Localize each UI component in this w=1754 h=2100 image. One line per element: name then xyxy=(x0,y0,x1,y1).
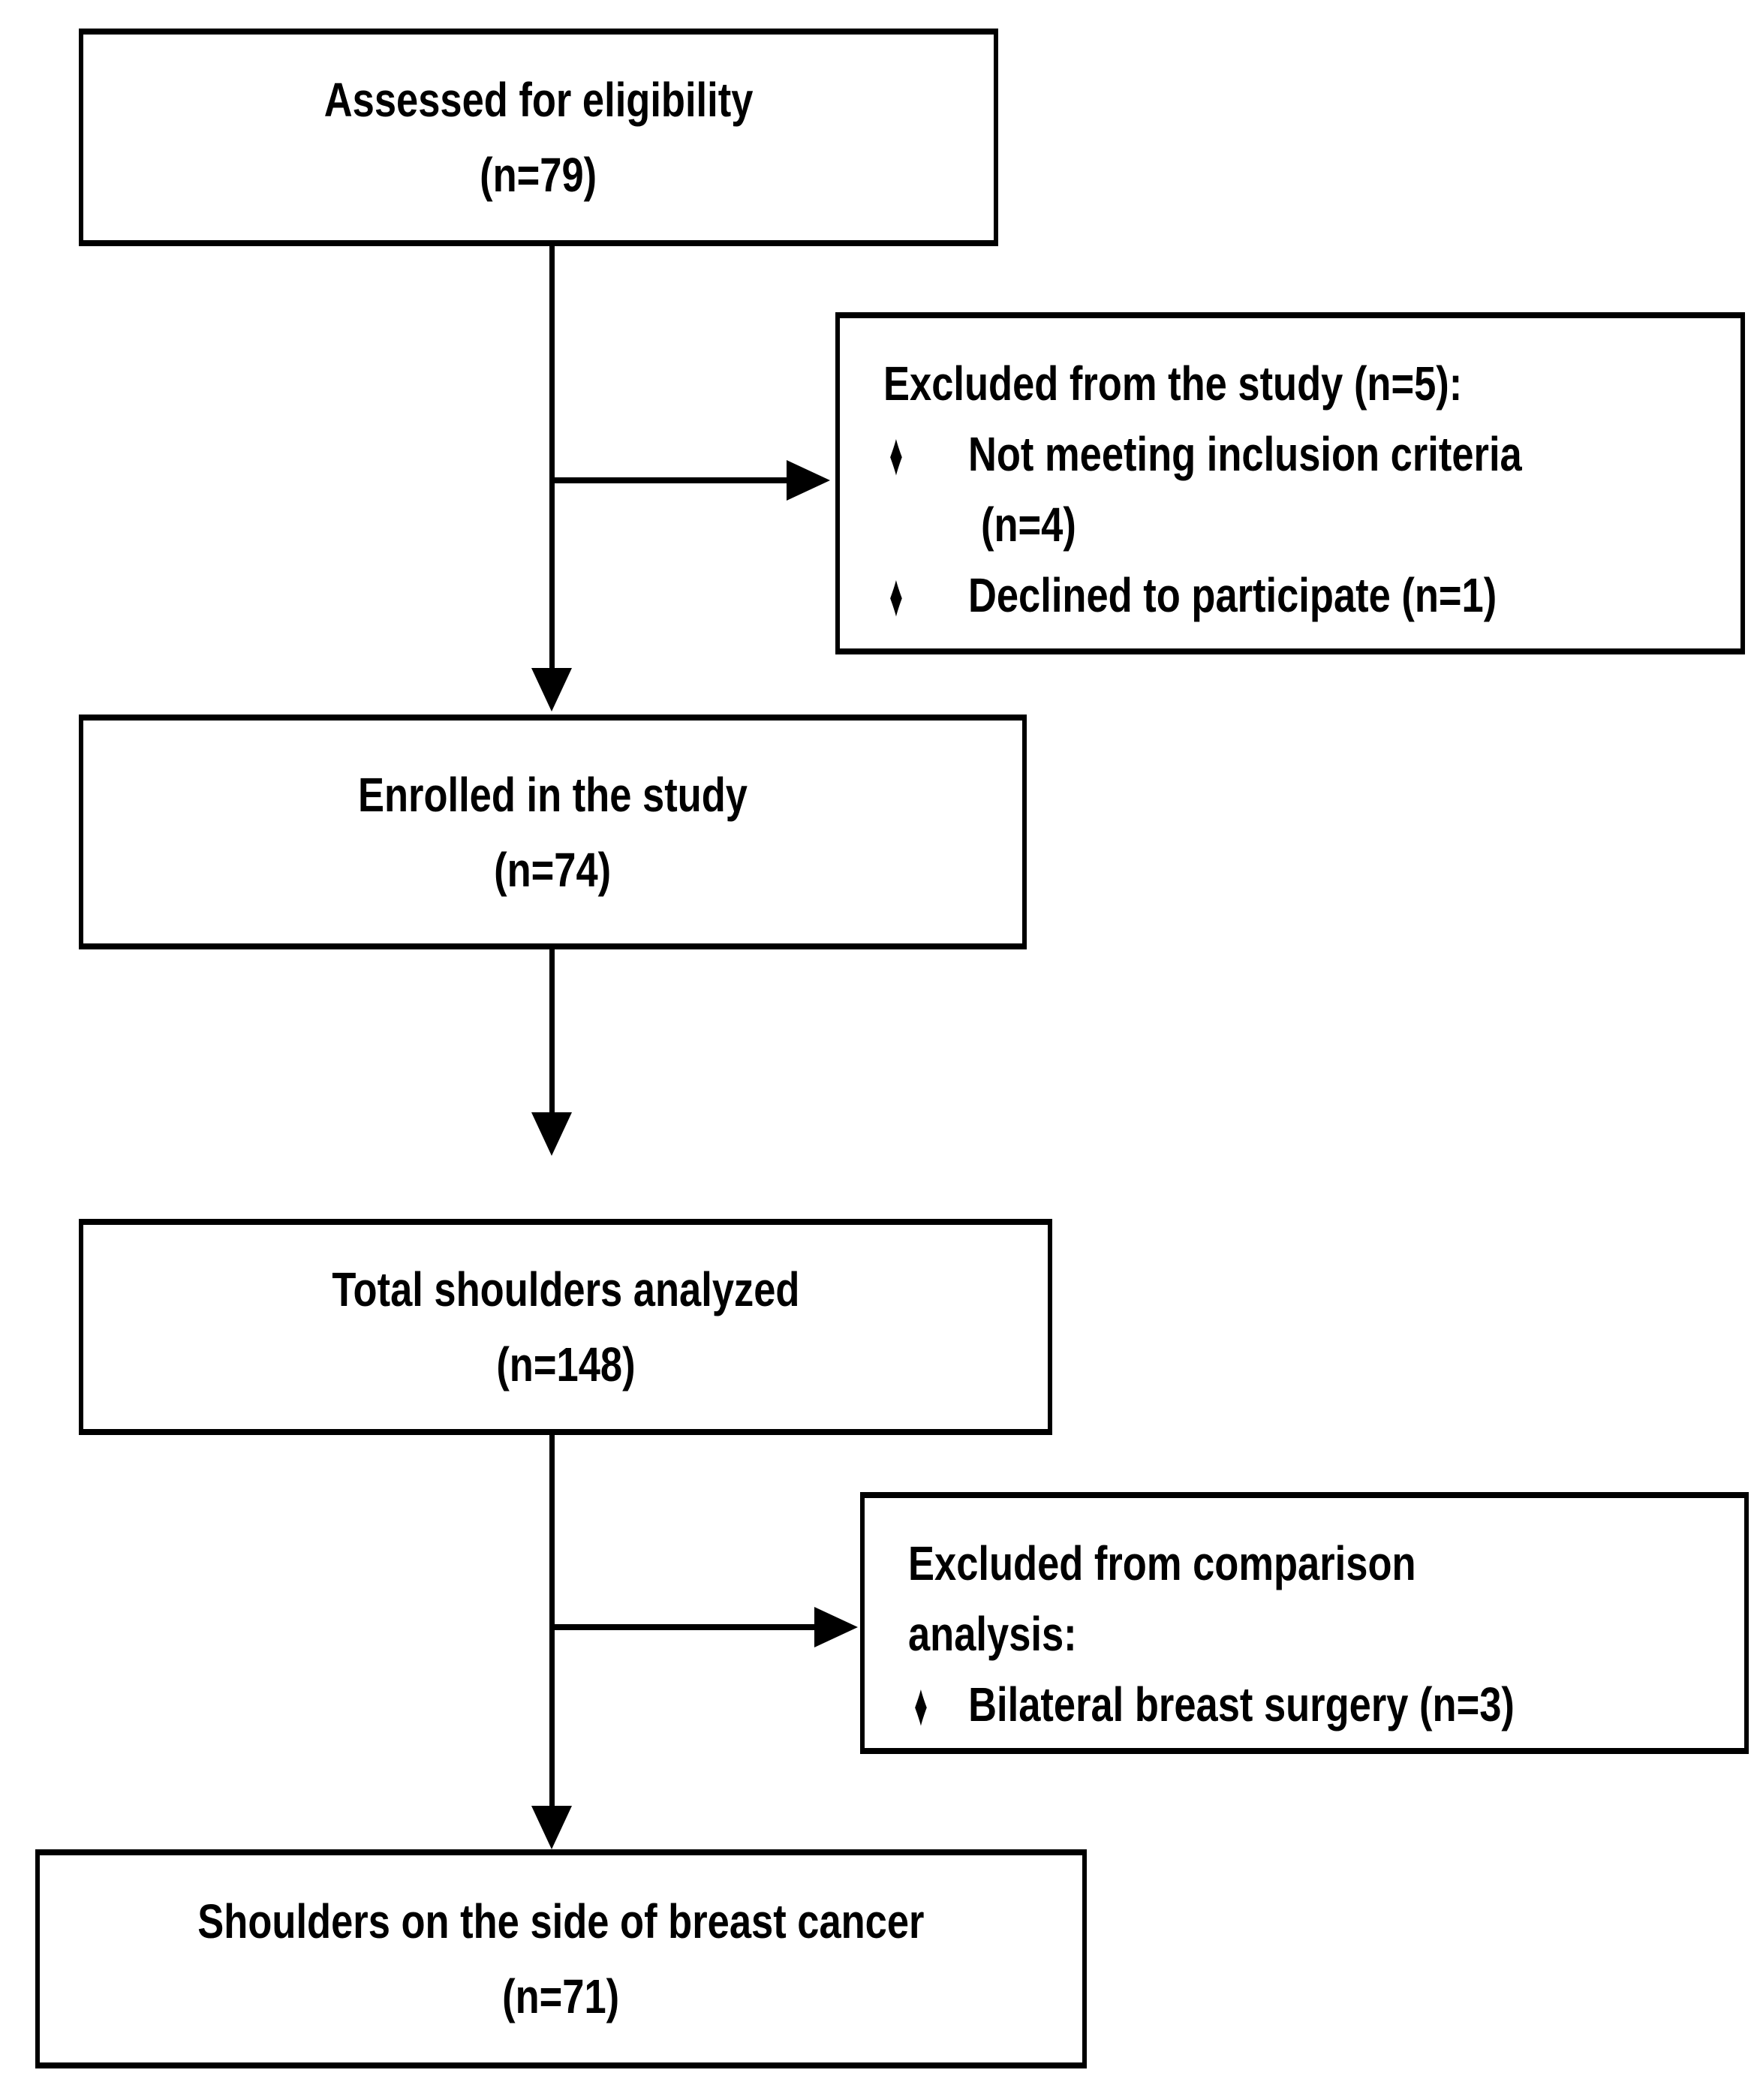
bullet-sub-count: (n=4) xyxy=(981,498,1076,552)
diamond-bullet-icon: ♦ xyxy=(914,1671,928,1738)
box-enrolled-in-study: Enrolled in the study (n=74) xyxy=(79,715,1027,949)
connector-branch-excluded-study xyxy=(552,477,788,483)
arrowhead-down-icon xyxy=(531,668,572,712)
connector-assessed-to-enrolled xyxy=(549,246,555,671)
box-count: (n=71) xyxy=(502,1969,620,2023)
box-line: Total shoulders analyzed xyxy=(331,1262,800,1316)
bullet-label: Bilateral breast surgery (n=3) xyxy=(968,1677,1515,1731)
box-shoulders-breast-cancer-side: Shoulders on the side of breast cancer (… xyxy=(35,1849,1087,2068)
bullet-row: ♦ Bilateral breast surgery (n=3) xyxy=(914,1669,1589,1740)
box-heading: Excluded from comparison xyxy=(908,1536,1416,1590)
box-total-shoulders-analyzed: Total shoulders analyzed (n=148) xyxy=(79,1219,1052,1435)
box-count: (n=74) xyxy=(494,842,612,897)
box-line: Shoulders on the side of breast cancer xyxy=(197,1894,925,1948)
bullet-label: Declined to participate (n=1) xyxy=(967,568,1497,622)
box-line: Assessed for eligibility xyxy=(323,73,754,127)
connector-enrolled-to-total xyxy=(549,948,555,1115)
box-heading: analysis: xyxy=(908,1607,1077,1661)
box-heading: Excluded from the study (n=5): xyxy=(883,357,1463,411)
box-line: Enrolled in the study xyxy=(357,767,748,822)
bullet-row: ♦ Not meeting inclusion criteria xyxy=(889,419,1581,489)
box-excluded-from-study: Excluded from the study (n=5): ♦ Not mee… xyxy=(835,312,1745,654)
arrowhead-down-icon xyxy=(531,1806,572,1849)
bullet-label: Not meeting inclusion criteria xyxy=(967,427,1522,481)
box-count: (n=148) xyxy=(495,1337,636,1391)
connector-total-to-shoulders xyxy=(549,1434,555,1807)
arrowhead-right-icon xyxy=(787,460,830,501)
arrowhead-right-icon xyxy=(814,1607,858,1647)
box-count: (n=79) xyxy=(480,148,597,202)
arrowhead-down-icon xyxy=(531,1112,572,1156)
bullet-row: ♦ Declined to participate (n=1) xyxy=(889,560,1581,630)
box-excluded-from-comparison: Excluded from comparison analysis: ♦ Bil… xyxy=(860,1492,1749,1754)
box-assessed-for-eligibility: Assessed for eligibility (n=79) xyxy=(79,29,998,246)
diamond-bullet-icon: ♦ xyxy=(889,420,903,488)
diamond-bullet-icon: ♦ xyxy=(889,561,903,629)
connector-branch-excluded-comparison xyxy=(552,1624,816,1630)
